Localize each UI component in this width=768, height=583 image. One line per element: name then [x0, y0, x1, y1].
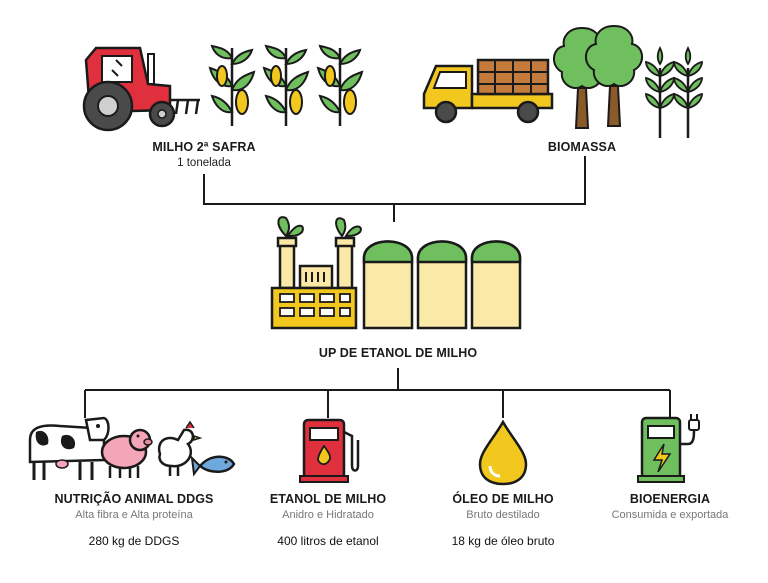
truck-icon	[422, 58, 554, 124]
corn-plant-icon	[262, 44, 310, 128]
output-subtitle-ddgs: Alta fibra e Alta proteína	[75, 509, 193, 521]
output-amount-ethanol: 400 litros de etanol	[277, 534, 379, 548]
fish-icon	[190, 455, 236, 477]
silo-icon	[416, 240, 468, 330]
output-amount-oil: 18 kg de óleo bruto	[451, 534, 555, 548]
silo-icon	[470, 240, 522, 330]
corn-subtitle: 1 tonelada	[177, 157, 231, 169]
pig-icon	[100, 428, 153, 478]
chicken-icon	[157, 420, 203, 476]
wheat-icon	[672, 46, 704, 140]
tractor-icon	[82, 46, 200, 132]
connector-lines	[84, 156, 671, 418]
output-title-oil: ÓLEO DE MILHO	[452, 492, 554, 506]
output-subtitle-bioenergy: Consumida e exportada	[611, 509, 729, 521]
wheat-icon	[644, 46, 676, 140]
output-amount-ddgs: 280 kg de DDGS	[88, 534, 180, 548]
biomass-title: BIOMASSA	[547, 140, 617, 154]
output-title-ethanol: ETANOL DE MILHO	[269, 492, 387, 506]
cow-icon	[28, 416, 110, 480]
fuel-pump-icon	[299, 418, 360, 483]
output-subtitle-ethanol: Anidro e Hidratado	[282, 509, 374, 521]
silo-icon	[362, 240, 414, 330]
corn-plant-icon	[316, 44, 364, 128]
oil-drop-icon	[478, 419, 528, 486]
corn-title: MILHO 2ª SAFRA	[152, 140, 256, 154]
output-title-ddgs: NUTRIÇÃO ANIMAL DDGS	[54, 492, 214, 506]
corn-plant-icon	[208, 44, 256, 128]
factory-icon	[270, 216, 362, 330]
output-title-bioenergy: BIOENERGIA	[629, 492, 711, 506]
output-subtitle-oil: Bruto destilado	[466, 509, 540, 521]
ev-charger-icon	[637, 414, 700, 483]
center-title: UP DE ETANOL DE MILHO	[318, 346, 478, 360]
